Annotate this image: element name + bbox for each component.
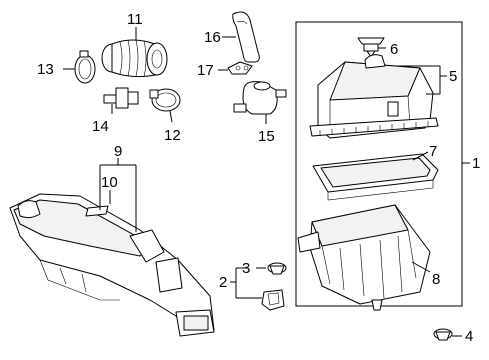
callout-15: 15 [258, 128, 275, 145]
callout-17: 17 [197, 62, 214, 79]
callout-11: 11 [127, 11, 143, 28]
callout-2: 2 [219, 274, 227, 291]
callout-8: 8 [432, 271, 440, 288]
sensor-part-14 [103, 87, 139, 114]
intake-duct-part-9 [9, 193, 215, 337]
callout-13: 13 [37, 61, 54, 78]
callout-1: 1 [472, 155, 480, 172]
grommet-part-4 [433, 328, 462, 341]
resonator-part-15 [233, 81, 287, 124]
callout-7: 7 [429, 143, 437, 160]
callout-10: 10 [101, 174, 118, 191]
clamp-part-12 [149, 88, 181, 123]
callout-5: 5 [449, 68, 457, 85]
grommet-part-3 [256, 262, 287, 275]
callout-9: 9 [114, 143, 122, 160]
callout-16: 16 [204, 29, 221, 46]
hose-part-16 [222, 11, 260, 63]
callout-6: 6 [390, 41, 398, 58]
bracket-9 [99, 158, 137, 232]
callout-12: 12 [164, 127, 181, 144]
callout-4: 4 [465, 328, 473, 345]
clip-part-6 [357, 37, 386, 58]
clip-part-17 [218, 61, 253, 75]
intake-hose-part-11 [101, 27, 168, 78]
callout-14: 14 [92, 118, 109, 135]
air-cleaner-cover-part-5 [309, 54, 439, 139]
filter-element-part-7 [312, 151, 439, 201]
callout-3: 3 [242, 260, 250, 277]
lower-case-part-8 [297, 204, 431, 311]
clamp-part-13 [63, 50, 96, 84]
bracket-5 [396, 65, 447, 95]
bracket-2 [230, 267, 248, 298]
bracket-part-2 [236, 289, 285, 311]
